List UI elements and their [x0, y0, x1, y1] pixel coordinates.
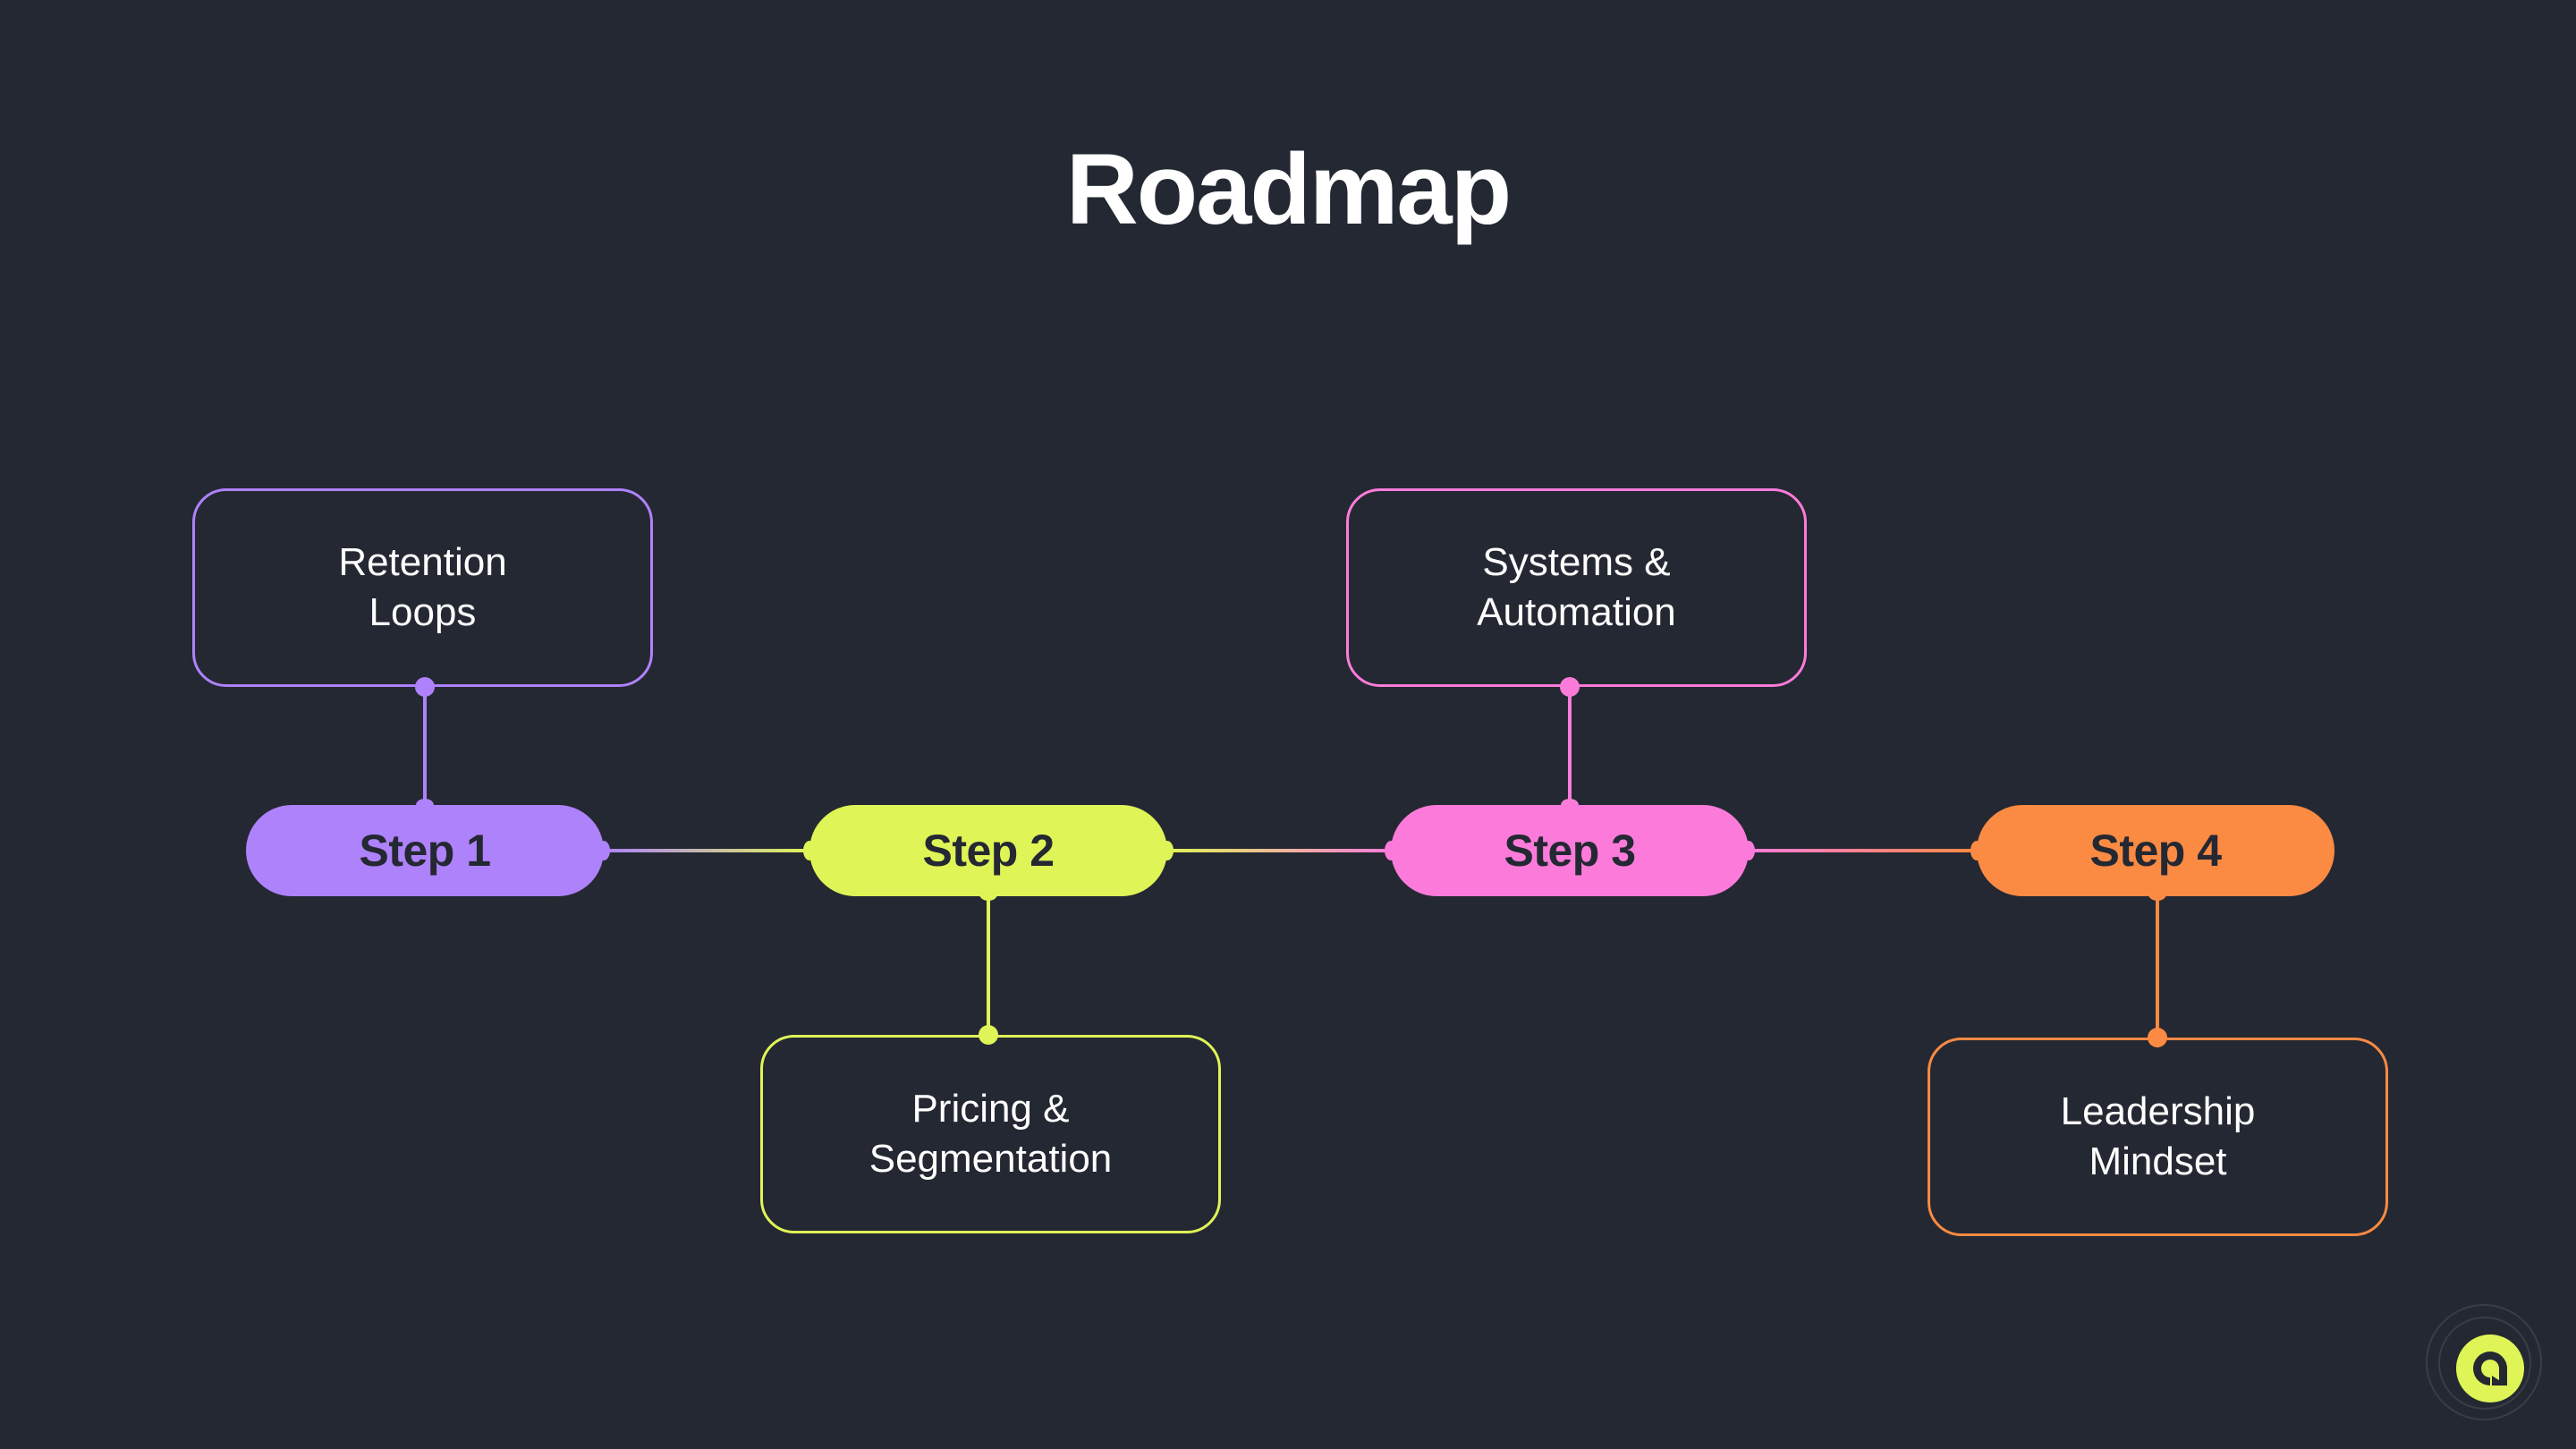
step-pill-1[interactable]: Step 1 — [246, 805, 604, 896]
step-pill-label: Step 4 — [2089, 826, 2222, 876]
branch-card-label: Retention Loops — [338, 539, 507, 634]
branch-card-systems-automation[interactable]: Systems & Automation — [1346, 488, 1807, 687]
branch-card-leadership-mindset[interactable]: Leadership Mindset — [1928, 1038, 2388, 1236]
step-pill-label: Step 3 — [1504, 826, 1636, 876]
connector-step4-branch — [2156, 891, 2159, 1038]
branch-card-retention-loops[interactable]: Retention Loops — [192, 488, 653, 687]
junction-dot-step1 — [415, 677, 435, 697]
branch-card-label: Leadership Mindset — [2060, 1089, 2256, 1183]
junction-dot-step3 — [1560, 677, 1580, 697]
connector-step1-step2 — [604, 849, 809, 852]
connector-step3-step4 — [1749, 849, 1977, 852]
step-pill-4[interactable]: Step 4 — [1977, 805, 2334, 896]
logo-inner-ring — [2438, 1317, 2531, 1410]
branch-card-label: Pricing & Segmentation — [869, 1086, 1113, 1181]
brand-logo[interactable] — [2426, 1304, 2542, 1420]
connector-step2-branch — [987, 891, 990, 1036]
connector-step1-branch — [423, 687, 427, 810]
step-pill-3[interactable]: Step 3 — [1391, 805, 1749, 896]
branch-card-label: Systems & Automation — [1477, 539, 1676, 634]
logo-q-icon — [2473, 1352, 2507, 1385]
page-title: Roadmap — [1065, 133, 1512, 245]
step-pill-2[interactable]: Step 2 — [809, 805, 1167, 896]
step-pill-label: Step 2 — [922, 826, 1055, 876]
connector-step2-step3 — [1167, 849, 1391, 852]
logo-core — [2456, 1335, 2524, 1402]
logo-outer-ring — [2426, 1304, 2542, 1420]
step-pill-label: Step 1 — [359, 826, 491, 876]
connector-step3-branch — [1568, 687, 1572, 810]
branch-card-pricing-segmentation[interactable]: Pricing & Segmentation — [760, 1035, 1221, 1233]
